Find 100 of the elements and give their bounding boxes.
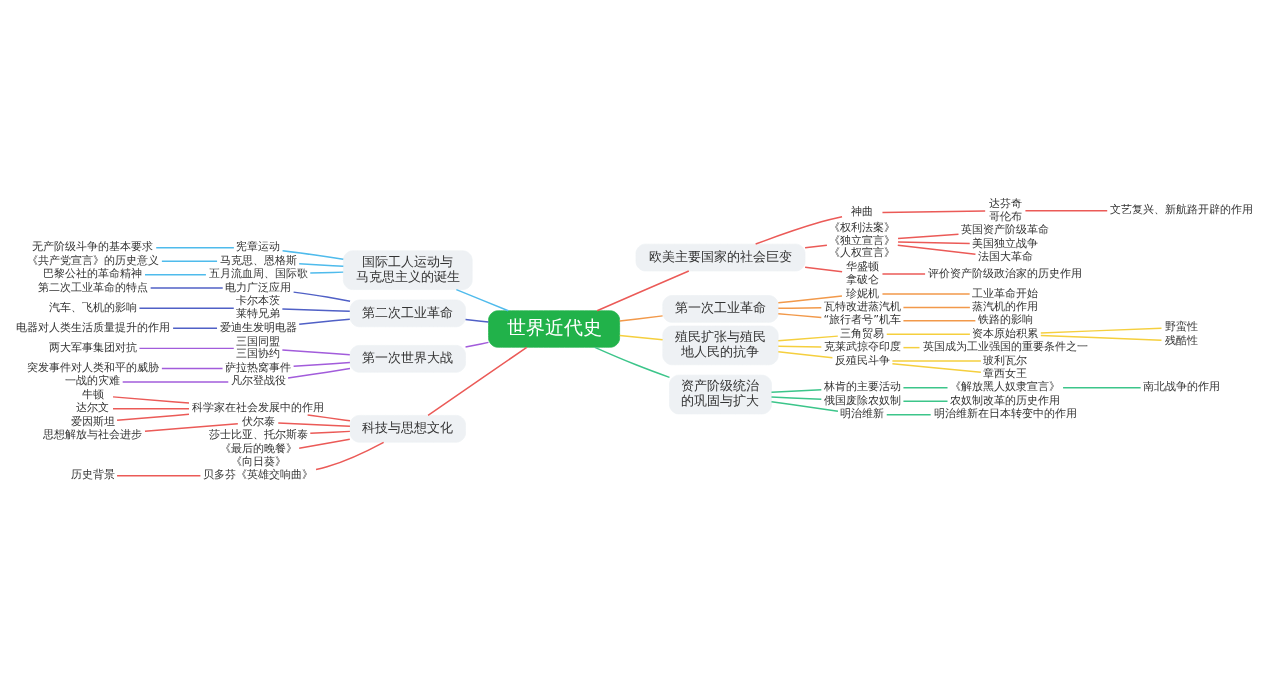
connector <box>455 288 510 312</box>
connector <box>770 389 823 393</box>
connector <box>777 335 839 342</box>
node-text: 铁路的影响 <box>977 313 1033 327</box>
node-text: 卡尔本茨 莱特兄弟 <box>236 294 281 321</box>
connector <box>464 341 490 348</box>
connector <box>298 318 351 325</box>
node-text: 资本原始积累 <box>972 326 1039 340</box>
connector <box>161 367 224 370</box>
connector <box>886 413 932 416</box>
connector <box>138 347 235 350</box>
connector <box>619 334 664 341</box>
node-text: 反殖民斗争 <box>834 353 890 367</box>
node-box: 资产阶级统治的巩固与扩大 <box>669 374 772 415</box>
node-text: 一战的灾难 <box>65 374 121 388</box>
node-text: 伏尔泰 <box>241 414 275 428</box>
connector <box>902 387 949 389</box>
connector <box>292 361 351 367</box>
node-box: 殖民扩张与殖民地人民的抗争 <box>662 325 779 366</box>
node-text: 章西女王 <box>983 367 1028 381</box>
connector <box>427 346 528 417</box>
connector <box>881 293 971 295</box>
node-text: 五月流血周、国际歌 <box>208 267 308 281</box>
node-text: 思想解放与社会进步 <box>43 428 143 442</box>
connector <box>306 414 351 422</box>
node-box: 第一次工业革命 <box>662 295 779 323</box>
node-text: 爱因斯坦 <box>70 414 115 428</box>
node-text: 达芬奇 哥伦布 <box>988 196 1022 223</box>
node-text: 玻利瓦尔 <box>983 353 1028 367</box>
connector <box>804 244 828 249</box>
connector <box>891 363 982 373</box>
connector <box>281 250 345 261</box>
node-text: 历史背景 <box>70 468 115 482</box>
node-box: 国际工人运动与马克思主义的诞生 <box>343 250 473 290</box>
node-text: 电力广泛应用 <box>225 280 292 294</box>
node-text: 第二次工业革命的特点 <box>37 280 148 294</box>
connector <box>309 430 351 434</box>
connector <box>902 320 977 322</box>
node-text: 瓦特改进蒸汽机 <box>823 300 901 314</box>
connector <box>891 360 982 362</box>
node-text: 珍妮机 <box>845 286 879 300</box>
connector <box>770 396 823 401</box>
connector <box>298 438 351 450</box>
connector <box>1062 387 1142 389</box>
node-text: 无产阶级斗争的基本要求 <box>32 240 154 254</box>
node-text: 两大军事集团对抗 <box>48 340 137 354</box>
node-text: 华盛顿 拿破仑 <box>845 260 879 286</box>
connector <box>881 273 926 275</box>
connector <box>281 308 351 313</box>
connector <box>770 401 839 412</box>
node-text: 俄国废除农奴制 <box>823 393 901 407</box>
node-text: 凡尔登战役 <box>230 374 286 388</box>
node-text: 神曲 <box>851 205 874 219</box>
connector <box>144 422 239 433</box>
node-text: 爱迪生发明电器 <box>219 320 297 334</box>
node-text: 三国同盟 三国协约 <box>236 334 281 361</box>
node-text: 汽车、飞机的影响 <box>48 300 137 314</box>
node-text: 农奴制改革的历史作用 <box>950 393 1061 407</box>
connector <box>116 413 190 421</box>
connector <box>1040 327 1163 334</box>
node-text: 贝多芬《英雄交响曲》 <box>203 468 314 482</box>
node-text: 电器对人类生活质量提升的作用 <box>15 320 170 334</box>
connector <box>161 260 218 262</box>
connector <box>897 233 960 240</box>
connector <box>596 270 690 312</box>
node-text: 评价资产阶级政治家的历史作用 <box>928 266 1083 280</box>
connector <box>315 441 385 471</box>
node-text: 法国大革命 <box>977 250 1033 264</box>
connector <box>287 367 351 379</box>
node-box: 科技与思想文化 <box>349 415 466 443</box>
node-text: 明治维新在日本转变中的作用 <box>933 407 1077 421</box>
node-text: 明治维新 <box>840 407 885 421</box>
node-text: 文艺复兴、新航路开辟的作用 <box>1110 203 1254 217</box>
connector <box>112 407 190 410</box>
node-text: 野蛮性 <box>1165 320 1199 334</box>
node-box: 欧美主要国家的社会巨变 <box>635 243 806 272</box>
node-box: 第二次工业革命 <box>349 299 466 328</box>
connector <box>777 313 823 319</box>
node-text: 南北战争的作用 <box>1143 380 1221 394</box>
node-text: 《最后的晚餐》 《向日葵》 <box>219 441 297 468</box>
connector <box>155 247 235 249</box>
connector <box>1024 209 1108 212</box>
node-text: 宪章运动 <box>236 240 281 254</box>
connector <box>804 266 843 273</box>
connector <box>902 306 971 309</box>
node-text: 巴黎公社的革命精神 <box>43 267 143 281</box>
connector <box>149 287 224 289</box>
node-text: 克莱武掠夺印度 <box>823 340 901 354</box>
node-text: “旅行者号”机车 <box>823 313 902 327</box>
connector <box>777 351 834 359</box>
node-text: 牛顿 <box>81 387 104 401</box>
connector <box>116 474 202 477</box>
connector <box>121 381 230 383</box>
connector <box>464 318 490 323</box>
connector <box>897 244 977 255</box>
connector <box>309 271 344 274</box>
connector <box>277 422 351 427</box>
connector <box>619 315 664 322</box>
connector <box>298 262 345 268</box>
node-box: 世界近代史 <box>488 310 620 348</box>
